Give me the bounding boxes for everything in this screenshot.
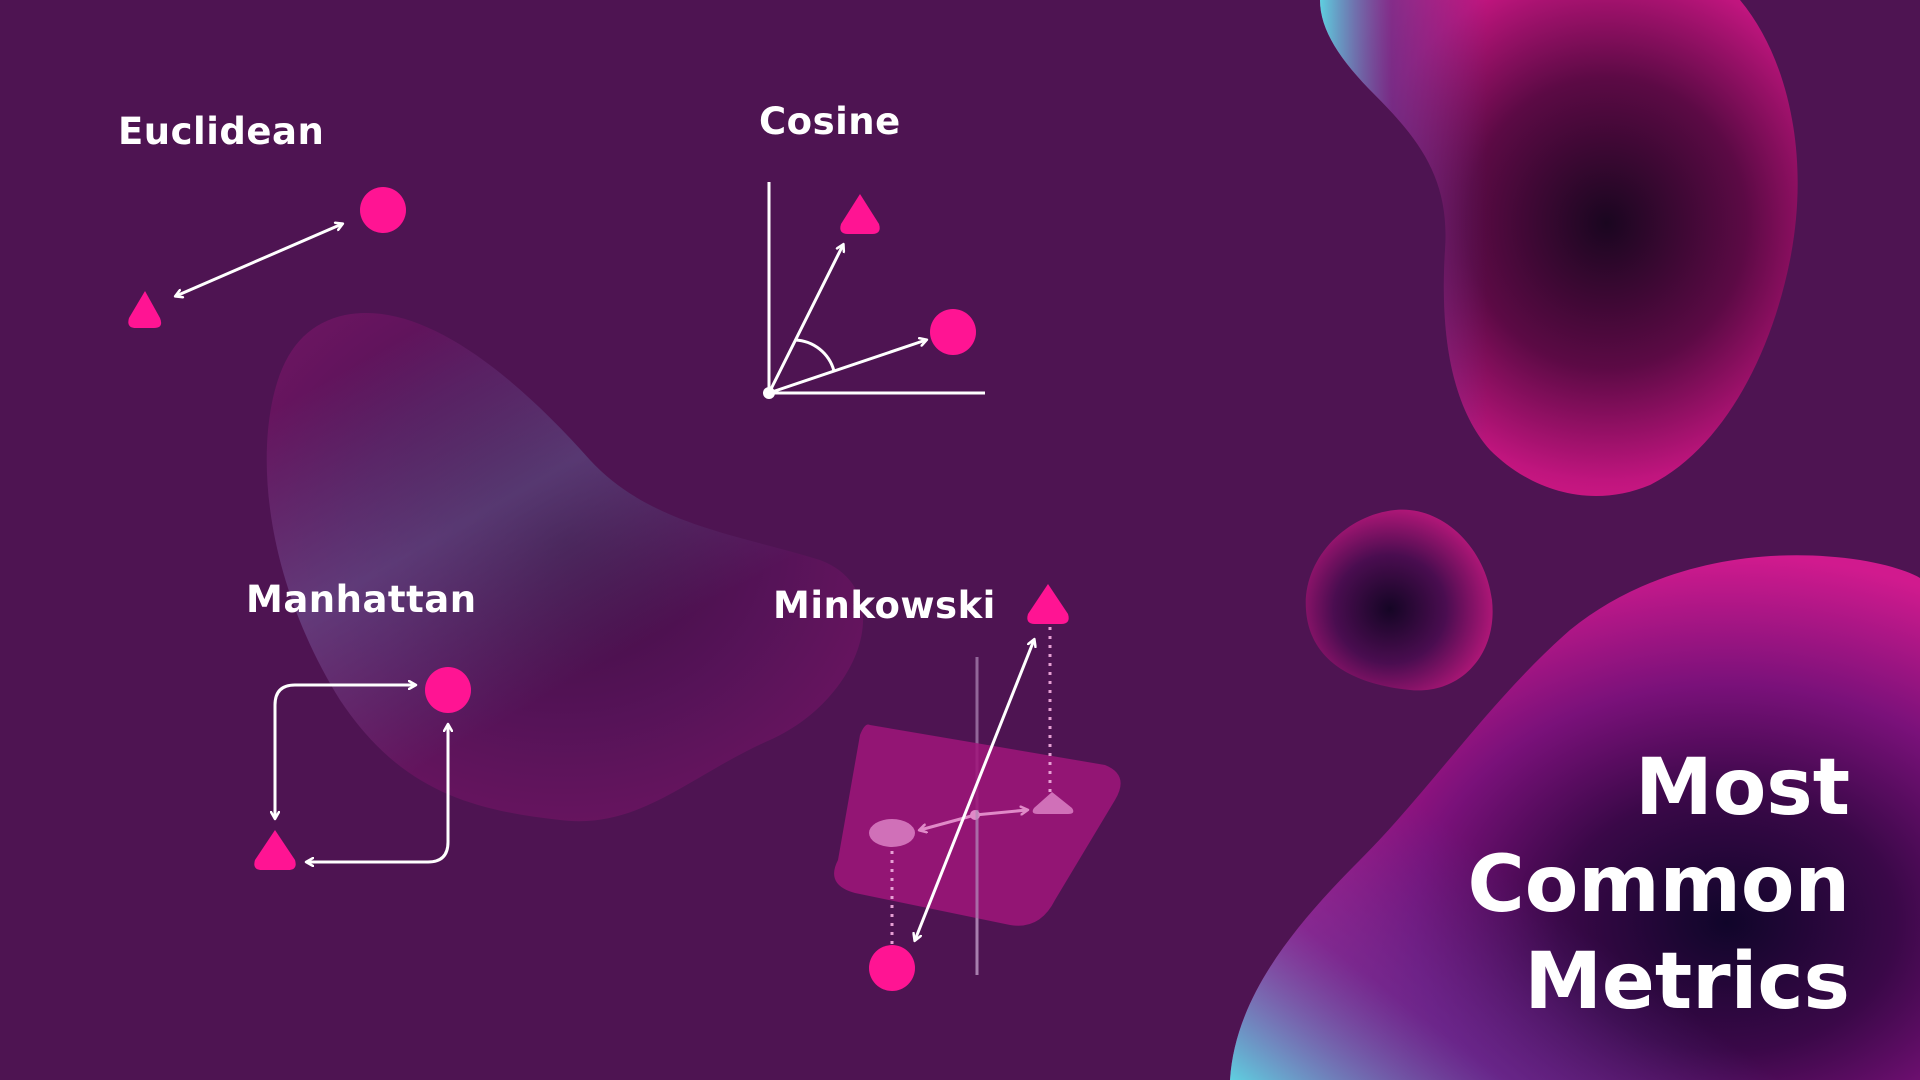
- minkowski-projected-circle: [869, 819, 915, 847]
- cosine-angle-arc: [794, 338, 836, 372]
- minkowski-distance-arrow: [915, 640, 1034, 940]
- euclidean-circle-marker: [360, 187, 406, 233]
- title-line-1: Most: [1635, 743, 1850, 833]
- minkowski-triangle-marker: [1027, 584, 1069, 624]
- euclidean-label: Euclidean: [118, 110, 325, 153]
- manhattan-path-top: [275, 685, 415, 818]
- cosine-vector-b: [768, 340, 926, 395]
- blob-bottom-right-sheen: [1230, 555, 1920, 1080]
- cosine-triangle-marker: [840, 194, 880, 234]
- euclidean-triangle-marker: [128, 291, 162, 328]
- minkowski-label: Minkowski: [773, 584, 996, 627]
- title-line-3: Metrics: [1524, 937, 1850, 1027]
- manhattan-diagram: [254, 667, 471, 870]
- page-title: Most Common Metrics: [1468, 740, 1851, 1031]
- cosine-circle-marker: [930, 309, 976, 355]
- blob-small: [1305, 509, 1493, 691]
- minkowski-projected-triangle: [1032, 792, 1074, 814]
- cosine-origin-dot: [763, 387, 775, 399]
- blob-top-right-sheen: [1320, 0, 1798, 497]
- minkowski-circle-marker: [869, 945, 915, 991]
- cosine-label: Cosine: [759, 100, 901, 143]
- manhattan-triangle-marker: [254, 830, 296, 870]
- minkowski-diagram: [834, 584, 1121, 991]
- manhattan-label: Manhattan: [246, 578, 477, 621]
- manhattan-path-bottom: [307, 725, 448, 862]
- euclidean-diagram: [128, 187, 406, 328]
- euclidean-distance-arrow: [176, 224, 342, 296]
- cosine-diagram: [763, 182, 985, 399]
- manhattan-circle-marker: [425, 667, 471, 713]
- cosine-vector-a: [767, 245, 843, 394]
- title-line-2: Common: [1467, 840, 1851, 930]
